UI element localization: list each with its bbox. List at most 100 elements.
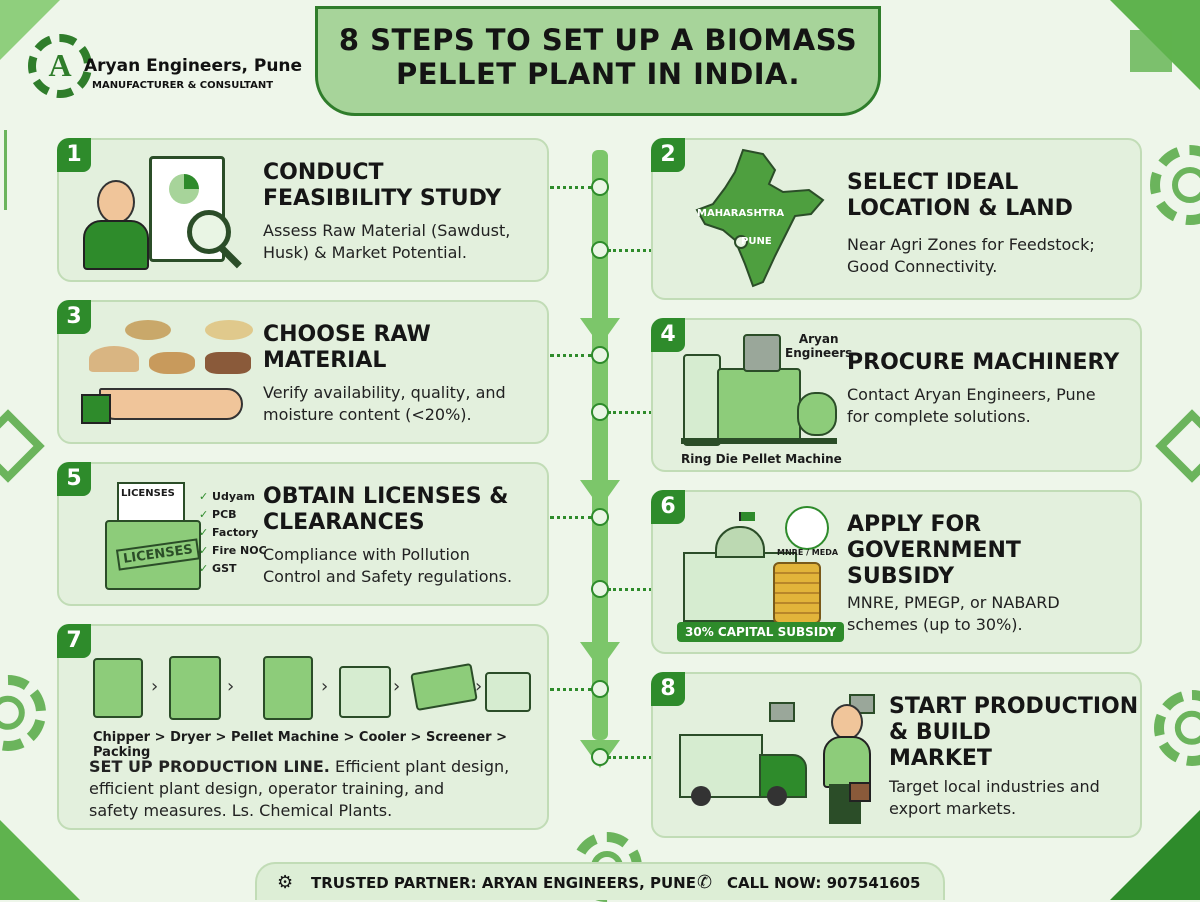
groundnut-shell-icon xyxy=(149,352,195,374)
timeline-dot xyxy=(591,508,609,526)
step-title-line: SUBSIDY xyxy=(847,564,955,589)
step-title-line: PROCURE MACHINERY xyxy=(847,350,1120,375)
coin-stack-icon xyxy=(773,562,821,624)
call-now-link[interactable]: CALL NOW: 90754160‍5 xyxy=(727,874,921,892)
step-desc-line: Target local industries and xyxy=(889,777,1100,796)
machine-brand-line: Aryan xyxy=(798,332,839,346)
process-separator: > xyxy=(343,730,355,745)
sawdust-pile-icon xyxy=(89,346,139,372)
process-name: Dryer xyxy=(170,730,211,745)
process-separator: > xyxy=(215,730,227,745)
step-title-line: OBTAIN LICENSES & xyxy=(263,484,509,509)
process-step-label: Chipper > Dryer > Pellet Machine > Coole… xyxy=(93,730,547,760)
title-line-2: PELLET PLANT IN INDIA. xyxy=(395,57,801,91)
step-desc-line: efficient plant design, operator trainin… xyxy=(89,779,445,798)
connector xyxy=(550,516,592,519)
hand-icon xyxy=(99,388,243,420)
step-title: SELECT IDEAL LOCATION & LAND xyxy=(847,170,1073,222)
handshake-gear-icon: ⚙ xyxy=(277,872,294,893)
timeline-dot xyxy=(591,346,609,364)
document-label: LICENSES xyxy=(121,488,175,499)
machine-brand: Aryan Engineers xyxy=(785,332,852,360)
building-dome xyxy=(715,526,765,558)
timeline-dot xyxy=(591,580,609,598)
pellet-machine-icon xyxy=(263,656,313,720)
gear-logo-icon: A xyxy=(28,34,92,98)
checklist-text: GST xyxy=(212,562,237,575)
flag-icon xyxy=(739,512,755,521)
logo-letter: A xyxy=(48,46,72,83)
consultant-body xyxy=(83,220,149,270)
subsidy-tag: 30% CAPITAL SUBSIDY xyxy=(677,622,845,642)
businessman-avatar xyxy=(831,704,863,740)
step-title: APPLY FOR GOVERNMENT SUBSIDY xyxy=(847,512,1021,590)
partner-text: TRUSTED PARTNER: ARYAN ENGINEERS, PUNE xyxy=(311,874,696,892)
factory-icon xyxy=(769,702,795,722)
step-number: 1 xyxy=(57,138,91,172)
phone-icon[interactable]: ✆ xyxy=(697,872,713,893)
timeline-dot xyxy=(591,403,609,421)
step-desc-line: schemes (up to 30%). xyxy=(847,615,1023,634)
checklist-text: Fire NOC xyxy=(212,544,267,557)
flow-arrow-icon: › xyxy=(393,676,401,697)
step-card-2: 2 MAHARASHTRA PUNE SELECT IDEAL LOCATION… xyxy=(651,138,1142,300)
cooler-icon xyxy=(339,666,391,718)
straw-icon xyxy=(205,320,253,340)
packing-icon xyxy=(485,672,531,712)
step-desc-line: Contact Aryan Engineers, Pune xyxy=(847,385,1096,404)
control-panel-icon xyxy=(683,354,721,446)
step-lead: SET UP PRODUCTION LINE. xyxy=(89,757,330,776)
step-title: START PRODUCTION & BUILD MARKET xyxy=(889,694,1138,772)
rice-husk-icon xyxy=(125,320,171,340)
step-number: 6 xyxy=(651,490,685,524)
map-label-city: PUNE xyxy=(741,236,772,247)
step-title-line: LOCATION & LAND xyxy=(847,196,1073,221)
motor-icon xyxy=(797,392,837,436)
step-desc-line: moisture content (<20%). xyxy=(263,405,472,424)
page-title: 8 STEPS TO SET UP A BIOMASS PELLET PLANT… xyxy=(315,6,881,116)
gear-icon-right-bottom xyxy=(1154,690,1200,766)
checklist-text: Factory xyxy=(212,526,259,539)
step-description: Contact Aryan Engineers, Pune for comple… xyxy=(847,384,1096,428)
decor-diamond-left xyxy=(0,409,45,483)
briefcase-icon xyxy=(849,782,871,802)
step-title-line: GOVERNMENT xyxy=(847,538,1021,563)
step-card-3: 3 CHOOSE RAW MATERIAL Verify availabilit… xyxy=(57,300,549,444)
connector xyxy=(550,186,592,189)
checklist-item: ✓ PCB xyxy=(199,508,237,521)
decor-corner-bottom-left xyxy=(0,820,80,900)
brand-tagline: MANUFACTURER & CONSULTANT xyxy=(92,80,274,91)
screener-icon xyxy=(410,662,478,712)
arrow-down-icon xyxy=(580,480,620,508)
connector xyxy=(608,756,652,759)
step-desc-line: Assess Raw Material (Sawdust, xyxy=(263,221,511,240)
dryer-icon xyxy=(169,656,221,720)
step-card-1: 1 CONDUCT FEASIBILITY STUDY Assess Raw M… xyxy=(57,138,549,282)
chipper-icon xyxy=(93,658,143,718)
step-title: CHOOSE RAW MATERIAL xyxy=(263,322,431,374)
step-description: SET UP PRODUCTION LINE. Efficient plant … xyxy=(89,756,509,822)
process-name: Screener xyxy=(425,730,492,745)
footer-bar: ⚙ TRUSTED PARTNER: ARYAN ENGINEERS, PUNE… xyxy=(255,862,945,900)
timeline-dot xyxy=(591,241,609,259)
pie-chart-icon xyxy=(169,174,199,204)
step-desc-line: safety measures. Ls. Chemical Plants. xyxy=(89,801,393,820)
step-number: 4 xyxy=(651,318,685,352)
step-description: Assess Raw Material (Sawdust, Husk) & Ma… xyxy=(263,220,510,264)
step-desc-line: Efficient plant design, xyxy=(334,757,510,776)
decor-square-top-right xyxy=(1130,30,1172,72)
map-label-state: MAHARASHTRA xyxy=(697,208,785,219)
connector xyxy=(550,354,592,357)
step-description: Compliance with Pollution Control and Sa… xyxy=(263,544,512,588)
connector xyxy=(550,688,592,691)
arrow-down-icon xyxy=(580,642,620,670)
step-number: 5 xyxy=(57,462,91,496)
machine-caption: Ring Die Pellet Machine xyxy=(681,452,842,466)
step-card-6: 6 MNRE / MEDA 30% CAPITAL SUBSIDY APPLY … xyxy=(651,490,1142,654)
step-desc-line: for complete solutions. xyxy=(847,407,1031,426)
brand-logo: A Aryan Engineers, Pune MANUFACTURER & C… xyxy=(28,28,308,108)
india-map-icon xyxy=(695,148,825,288)
step-card-7: 7 › › › › › Chipper > Dryer > Pellet Mac… xyxy=(57,624,549,830)
wood-chips-icon xyxy=(205,352,251,374)
process-name: Packing xyxy=(93,745,151,760)
